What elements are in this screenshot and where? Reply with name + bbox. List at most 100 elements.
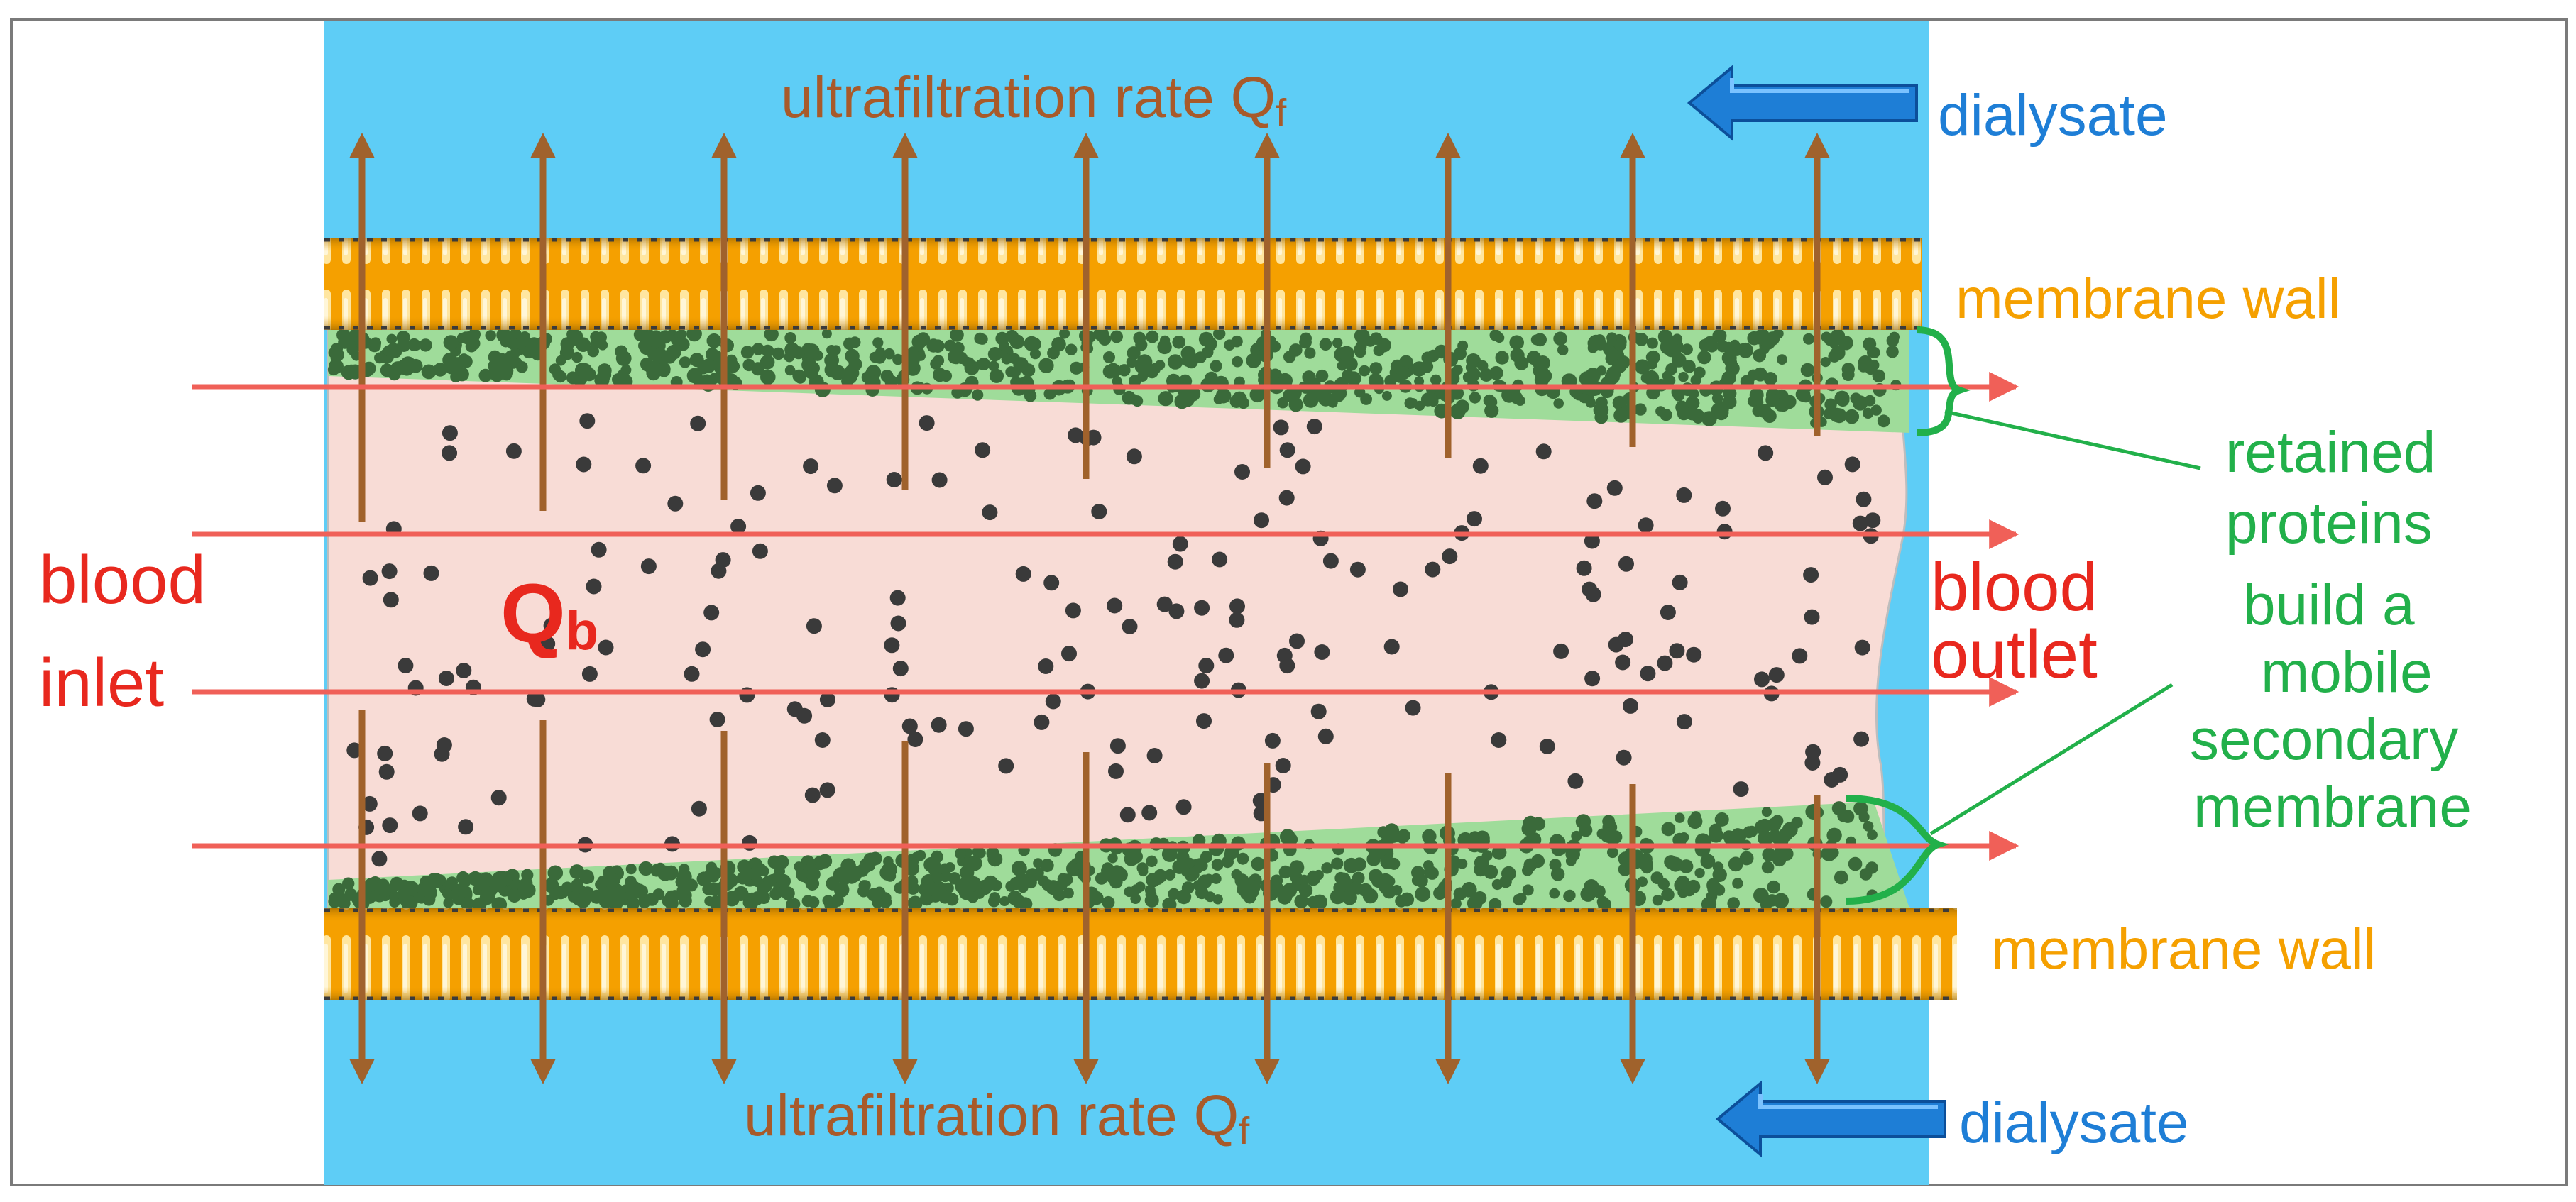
protein-dot xyxy=(972,389,984,401)
blood-cell-dot xyxy=(1856,491,1872,507)
protein-dot xyxy=(612,373,625,386)
protein-dot xyxy=(911,334,927,350)
blood-cell-dot xyxy=(1310,703,1327,719)
protein-dot xyxy=(516,361,528,373)
blood-cell-dot xyxy=(703,605,720,621)
protein-dot xyxy=(725,354,738,366)
blood-cell-dot xyxy=(1306,419,1322,435)
protein-dot xyxy=(1757,404,1772,419)
protein-dot xyxy=(1246,879,1258,891)
protein-dot xyxy=(805,876,820,891)
blood-cell-dot xyxy=(1582,581,1598,597)
blood-cell-dot xyxy=(1567,773,1584,789)
ultrafiltration-label-top: ultrafiltration rate Qf xyxy=(781,65,1287,134)
blood-cell-dot xyxy=(1196,713,1212,729)
protein-dot xyxy=(1122,390,1136,405)
protein-dot xyxy=(1844,409,1860,424)
protein-dot xyxy=(1012,894,1026,908)
protein-dot xyxy=(1863,407,1874,419)
blood-cell-dot xyxy=(442,425,458,441)
protein-dot xyxy=(1820,895,1833,908)
blood-cell-dot xyxy=(1015,566,1031,582)
protein-dot xyxy=(1762,847,1776,862)
protein-dot xyxy=(928,858,941,871)
protein-dot xyxy=(1679,832,1689,843)
protein-dot xyxy=(664,896,679,910)
protein-dot xyxy=(1210,360,1222,373)
protein-dot xyxy=(1157,339,1172,355)
protein-dot xyxy=(1594,334,1606,346)
protein-dot xyxy=(566,328,580,341)
protein-dot xyxy=(1339,346,1354,362)
blood-cell-dot xyxy=(1854,639,1870,656)
protein-dot xyxy=(752,343,764,355)
protein-dot xyxy=(983,875,998,891)
protein-dot xyxy=(1592,885,1606,898)
blood-cell-dot xyxy=(1616,749,1632,766)
protein-dot xyxy=(507,338,520,351)
protein-dot xyxy=(905,360,921,376)
protein-dot xyxy=(1721,370,1736,385)
protein-dot xyxy=(509,879,520,891)
protein-dot xyxy=(1597,898,1611,912)
blood-cell-dot xyxy=(1754,671,1770,688)
protein-dot xyxy=(1705,339,1719,353)
protein-dot xyxy=(761,344,774,358)
protein-dot xyxy=(1268,341,1281,353)
retained-proteins-line-5: secondary xyxy=(2190,707,2458,772)
blood-cell-dot xyxy=(806,618,822,634)
protein-dot xyxy=(1106,871,1118,883)
protein-dot xyxy=(1368,373,1383,387)
blood-cell-dot xyxy=(591,541,607,558)
protein-dot xyxy=(1716,340,1729,353)
protein-dot xyxy=(1690,375,1701,386)
protein-dot xyxy=(987,851,1003,867)
protein-dot xyxy=(1485,396,1498,409)
protein-dot xyxy=(633,328,647,342)
blood-cell-dot xyxy=(1279,658,1295,674)
blood-cell-dot xyxy=(730,519,747,534)
protein-dot xyxy=(955,351,968,364)
blood-cell-dot xyxy=(543,617,559,634)
blood-cell-dot xyxy=(598,639,614,656)
blood-cell-dot xyxy=(1442,548,1458,565)
protein-dot xyxy=(1489,329,1502,341)
protein-dot xyxy=(1682,360,1696,373)
blood-inlet-label-line2: inlet xyxy=(39,645,164,721)
protein-dot xyxy=(708,883,722,896)
protein-dot xyxy=(1397,829,1410,843)
blood-cell-dot xyxy=(1043,575,1060,591)
blood-cell-dot xyxy=(1405,700,1421,716)
protein-dot xyxy=(1609,830,1623,844)
protein-dot xyxy=(1103,351,1115,363)
blood-cell-dot xyxy=(346,742,363,759)
protein-dot xyxy=(1237,852,1249,865)
protein-dot xyxy=(960,874,972,886)
blood-cell-dot xyxy=(377,745,393,761)
protein-dot xyxy=(944,339,956,352)
protein-dot xyxy=(1686,879,1701,894)
protein-dot xyxy=(1877,414,1890,428)
protein-dot xyxy=(933,368,947,382)
protein-dot xyxy=(1712,329,1727,343)
protein-dot xyxy=(646,365,661,381)
protein-dot xyxy=(443,335,459,351)
dialysate-label-bottom: dialysate xyxy=(1959,1091,2189,1155)
blood-cell-dot xyxy=(398,658,414,673)
protein-dot xyxy=(1136,354,1153,370)
protein-dot xyxy=(1396,366,1410,380)
protein-dot xyxy=(1853,801,1868,816)
protein-dot xyxy=(1146,330,1159,343)
protein-dot xyxy=(1215,387,1232,404)
protein-dot xyxy=(1681,343,1693,355)
blood-cell-dot xyxy=(907,732,923,747)
membrane-wall-label-top: membrane wall xyxy=(1956,267,2340,330)
protein-dot xyxy=(597,368,612,382)
protein-dot xyxy=(708,373,720,385)
protein-dot xyxy=(884,348,895,360)
protein-dot xyxy=(1550,867,1565,881)
protein-dot xyxy=(696,871,712,886)
blood-cell-dot xyxy=(1172,536,1188,552)
blood-cell-dot xyxy=(1218,647,1234,663)
protein-dot xyxy=(657,865,673,881)
